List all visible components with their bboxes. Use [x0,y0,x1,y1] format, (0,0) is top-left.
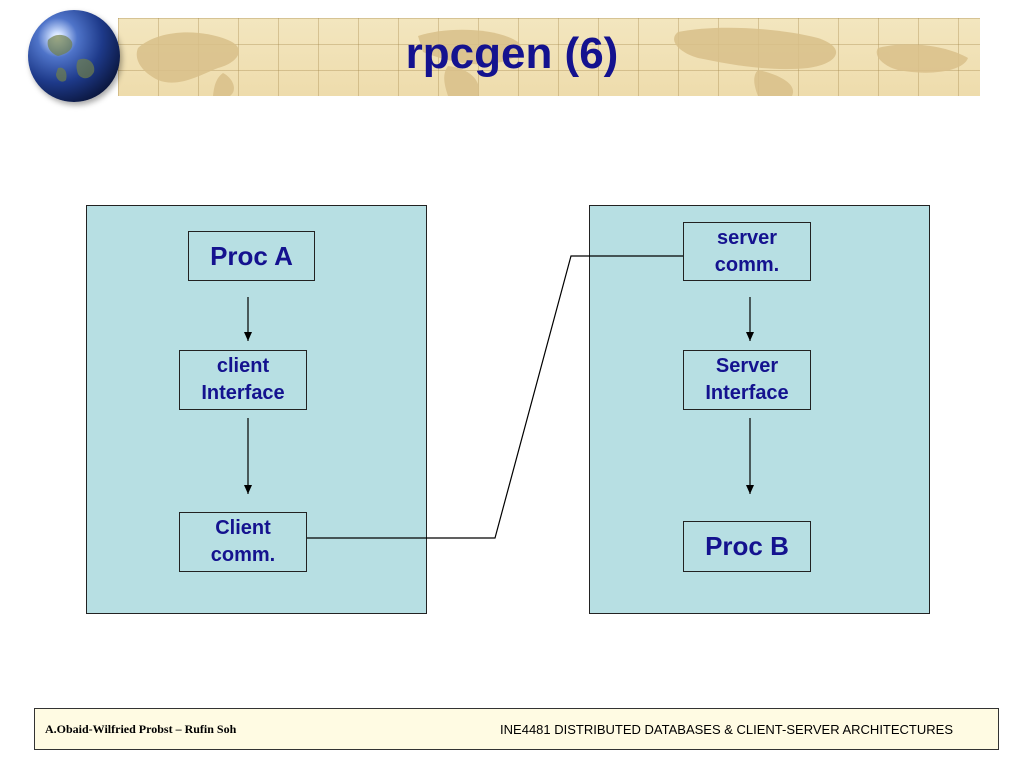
footer-bar: A.Obaid-Wilfried Probst – Rufin Soh INE4… [34,708,999,750]
footer-authors: A.Obaid-Wilfried Probst – Rufin Soh [45,722,237,736]
server-interface-box: Server Interface [683,350,811,410]
header-banner [118,18,980,96]
server-comm-box: server comm. [683,222,811,281]
proc-a-box: Proc A [188,231,315,281]
globe-continents [47,34,95,82]
proc-b-box: Proc B [683,521,811,572]
client-comm-box: Client comm. [179,512,307,572]
footer-course: INE4481 DISTRIBUTED DATABASES & CLIENT-S… [500,722,953,737]
map-grid [118,18,980,96]
arrow-client-comm-to-server-comm [300,252,696,539]
client-interface-box: client Interface [179,350,307,410]
slide-title: rpcgen (6) [405,29,619,78]
world-map-decoration [136,27,968,96]
globe-logo [28,10,120,102]
